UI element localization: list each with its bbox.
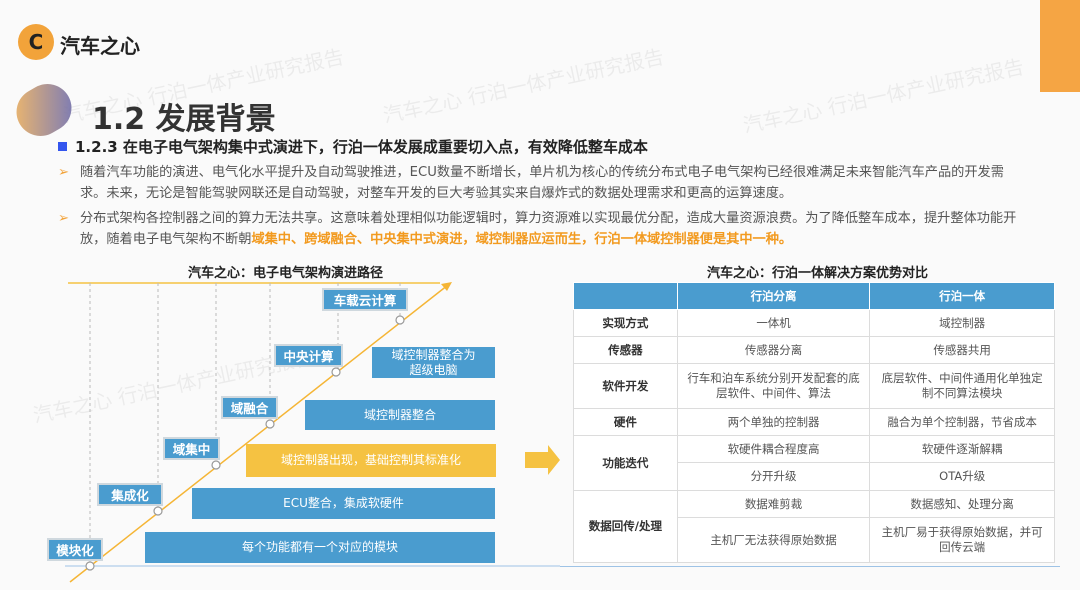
paragraph-2: ➢ 分布式架构各控制器之间的算力无法共享。这意味着处理相似功能逻辑时，算力资源难以… bbox=[58, 208, 1018, 250]
table-header: 行泊分离行泊一体 bbox=[573, 282, 1055, 310]
table-cell: 主机厂易于获得原始数据，并可回传云端 bbox=[869, 517, 1055, 563]
table-cell: OTA升级 bbox=[869, 462, 1055, 491]
right-arrow-icon bbox=[525, 445, 560, 475]
header-cell: 行泊分离 bbox=[676, 282, 871, 310]
paragraph-text: 分布式架构各控制器之间的算力无法共享。这意味着处理相似功能逻辑时，算力资源难以实… bbox=[80, 211, 1017, 247]
table-cell: 软硬件耦合程度高 bbox=[676, 435, 871, 463]
table-cell: 软硬件逐渐解耦 bbox=[869, 435, 1055, 463]
desc-integration: ECU整合，集成软硬件 bbox=[192, 488, 495, 519]
desc-modular: 每个功能都有一个对应的模块 bbox=[145, 532, 495, 563]
row-label: 功能迭代 bbox=[573, 435, 678, 491]
table-row: 功能迭代软硬件耦合程度高软硬件逐渐解耦 bbox=[573, 435, 1055, 491]
stage-integration: 集成化 bbox=[97, 483, 163, 506]
table-cell: 行车和泊车系统分别开发配套的底层软件、中间件、算法 bbox=[676, 363, 871, 409]
table-cell: 分开升级 bbox=[676, 462, 871, 491]
page-title: 1.2 发展背景 bbox=[92, 102, 276, 137]
evolution-diagram bbox=[65, 282, 560, 583]
stage-points bbox=[85, 315, 405, 571]
row-label: 硬件 bbox=[573, 408, 678, 436]
row-label: 软件开发 bbox=[573, 363, 678, 409]
logo-icon: C bbox=[18, 24, 54, 60]
table-cell: 传感器共用 bbox=[869, 336, 1055, 364]
desc-domain-centralized: 域控制器出现，基础控制其标准化 bbox=[246, 444, 496, 477]
stage-central-computing: 中央计算 bbox=[274, 344, 343, 367]
highlight-text: 域集中、跨域融合、中央集中式演进，域控制器应运而生，行泊一体域控制器便是其中一种… bbox=[251, 232, 793, 247]
bullet-square-icon bbox=[58, 142, 67, 151]
desc-central-computing: 域控制器整合为超级电脑 bbox=[372, 347, 495, 378]
subtitle-text: 1.2.3 在电子电气架构集中式演进下，行泊一体发展成重要切入点，有效降低整车成… bbox=[75, 138, 648, 156]
stage-domain-centralized: 域集中 bbox=[163, 437, 220, 460]
trend-arrow-icon bbox=[441, 282, 452, 291]
table-cell: 一体机 bbox=[676, 309, 871, 337]
table-cell: 两个单独的控制器 bbox=[676, 408, 871, 436]
table-row: 实现方式一体机域控制器 bbox=[573, 309, 1055, 337]
table-row: 软件开发行车和泊车系统分别开发配套的底层软件、中间件、算法底层软件、中间件通用化… bbox=[573, 363, 1055, 409]
table-row: 传感器传感器分离传感器共用 bbox=[573, 336, 1055, 364]
paragraph-1: ➢ 随着汽车功能的演进、电气化水平提升及自动驾驶推进，ECU数量不断增长，单片机为… bbox=[58, 162, 1018, 204]
arrow-bullet-icon: ➢ bbox=[58, 211, 70, 226]
left-chart-title: 汽车之心：电子电气架构演进路径 bbox=[188, 266, 384, 281]
stage-modular: 模块化 bbox=[47, 538, 103, 561]
table-cell: 数据感知、处理分离 bbox=[869, 490, 1055, 518]
table-cell: 主机厂无法获得原始数据 bbox=[676, 517, 871, 563]
subtitle: 1.2.3 在电子电气架构集中式演进下，行泊一体发展成重要切入点，有效降低整车成… bbox=[58, 136, 648, 157]
arrow-bullet-icon: ➢ bbox=[58, 165, 70, 180]
table-cell: 融合为单个控制器，节省成本 bbox=[869, 408, 1055, 436]
paragraph-text: 随着汽车功能的演进、电气化水平提升及自动驾驶推进，ECU数量不断增长，单片机为核… bbox=[80, 165, 1004, 201]
row-label: 实现方式 bbox=[573, 309, 678, 337]
table-row: 数据回传/处理数据难剪裁数据感知、处理分离 bbox=[573, 490, 1055, 563]
trend-line bbox=[69, 284, 449, 583]
table-cell: 数据难剪裁 bbox=[676, 490, 871, 518]
header-cell bbox=[573, 282, 678, 310]
row-label: 传感器 bbox=[573, 336, 678, 364]
table-cell: 域控制器 bbox=[869, 309, 1055, 337]
table-cell: 传感器分离 bbox=[676, 336, 871, 364]
comparison-table: 行泊分离行泊一体 实现方式一体机域控制器 传感器传感器分离传感器共用 软件开发行… bbox=[573, 282, 1055, 563]
corner-decoration bbox=[1040, 0, 1080, 92]
row-label: 数据回传/处理 bbox=[573, 490, 678, 563]
table-cell: 底层软件、中间件通用化单独定制不同算法模块 bbox=[869, 363, 1055, 409]
logo-text: 汽车之心 bbox=[60, 34, 140, 58]
header-cell: 行泊一体 bbox=[869, 282, 1055, 310]
table-row: 硬件两个单独的控制器融合为单个控制器，节省成本 bbox=[573, 408, 1055, 436]
table-baseline bbox=[560, 566, 1060, 567]
watermark: 汽车之心 行泊一体产业研究报告 bbox=[740, 54, 1027, 138]
right-table-title: 汽车之心：行泊一体解决方案优势对比 bbox=[707, 266, 929, 281]
stage-domain-fusion: 域融合 bbox=[221, 396, 278, 419]
table-row: 主机厂无法获得原始数据主机厂易于获得原始数据，并可回传云端 bbox=[574, 517, 1055, 563]
stage-cloud-computing: 车载云计算 bbox=[322, 288, 408, 311]
desc-domain-fusion: 域控制器整合 bbox=[305, 400, 495, 430]
